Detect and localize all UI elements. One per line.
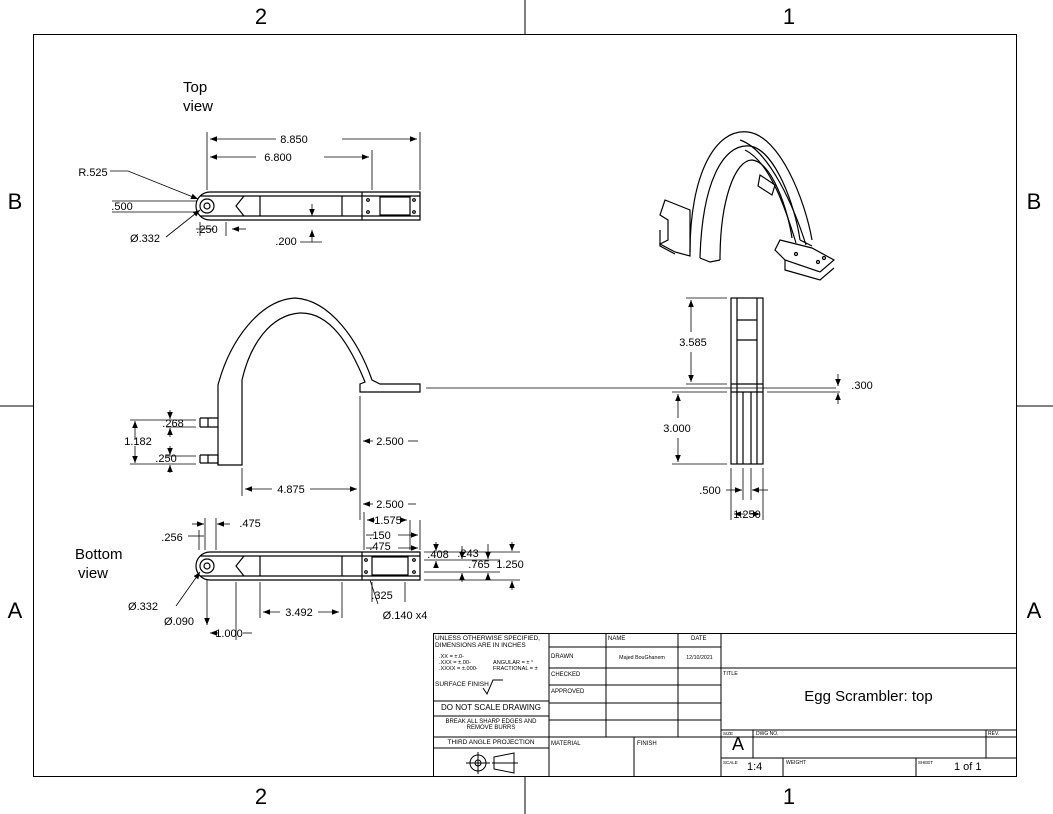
top-view-label: Top view [183, 79, 213, 115]
zone-label-col-2-bottom: 2 [255, 784, 267, 809]
dim-150: .150 [369, 530, 390, 542]
drawn-label: DRAWN [551, 654, 574, 660]
do-not-scale-note: DO NOT SCALE DRAWING [440, 703, 541, 712]
dim-4-875: 4.875 [277, 484, 305, 496]
bottom-view-label-line2: view [78, 565, 108, 582]
top-view-dims [110, 132, 421, 243]
side-view-dims [672, 297, 841, 520]
front-view-dims [130, 396, 418, 520]
zone-label-col-2: 2 [255, 4, 267, 29]
dim-243: .243 [457, 548, 478, 560]
top-view-label-line2: view [183, 98, 213, 115]
title-block [433, 633, 1017, 777]
dim-1-575: 1.575 [374, 515, 402, 527]
projection-symbol [466, 752, 518, 774]
name-header: NAME [608, 636, 626, 642]
dim-500: .500 [111, 201, 132, 213]
finish-label: FINISH [637, 741, 657, 747]
dim-500-side: .500 [699, 485, 720, 497]
material-label: MATERIAL [551, 741, 581, 747]
drawn-by-name: Majed BouGhanem [619, 655, 665, 661]
dim-250: .250 [196, 224, 217, 236]
sheet-label: SHEET [918, 760, 934, 765]
tolerance-angular: ANGULAR = ± ° FRACTIONAL = ± [493, 660, 538, 672]
dim-1-250-side: 1.250 [733, 509, 761, 521]
side-view [730, 297, 764, 465]
dim-dia-090: Ø.090 [164, 616, 194, 628]
dim-408: .408 [427, 549, 448, 561]
projection-label: THIRD ANGLE PROJECTION [447, 739, 535, 746]
approved-label: APPROVED [551, 689, 585, 695]
dim-475-lower: .475 [369, 541, 390, 553]
bottom-view [195, 551, 421, 581]
checked-label: CHECKED [551, 672, 581, 678]
zone-label-col-1-bottom: 1 [783, 784, 795, 809]
dim-3-000: 3.000 [663, 423, 691, 435]
dim-1-250-bottom: 1.250 [496, 559, 524, 571]
dim-268: .268 [162, 418, 183, 430]
weight-label: WEIGHT [786, 760, 806, 766]
zone-label-col-1: 1 [783, 4, 795, 29]
tolerance-note: UNLESS OTHERWISE SPECIFIED, DIMENSIONS A… [435, 635, 540, 649]
bottom-view-dims [175, 512, 520, 640]
dim-8-850: 8.850 [280, 134, 308, 146]
bottom-view-label: Bottom view [75, 546, 123, 582]
rev-label: REV. [988, 731, 1000, 737]
isometric-view [658, 131, 836, 281]
dim-6-800: 6.800 [264, 152, 292, 164]
dim-300: .300 [851, 380, 872, 392]
bottom-view-label-line1: Bottom [75, 546, 123, 563]
dim-765: .765 [468, 559, 489, 571]
dim-1-000: 1.000 [215, 628, 243, 640]
dim-dia-332-top: Ø.332 [130, 233, 160, 245]
dim-3-492: 3.492 [285, 607, 313, 619]
dim-r-525: R.525 [78, 167, 107, 179]
dim-dia-140-x4: Ø.140 x4 [383, 610, 428, 622]
front-view [199, 297, 421, 466]
drawing-title: Egg Scrambler: top [804, 688, 933, 705]
dim-dia-332-bottom: Ø.332 [128, 601, 158, 613]
top-view-label-line1: Top [183, 79, 207, 96]
scale-label: SCALE [723, 760, 738, 765]
dim-250-front: .250 [155, 453, 176, 465]
dim-325: .325 [371, 590, 392, 602]
zone-label-row-a-right: A [1027, 598, 1042, 623]
dim-475: .475 [239, 518, 260, 530]
dwg-no-label: DWG NO. [756, 731, 779, 737]
dim-1-182: 1.182 [124, 436, 152, 448]
zone-label-row-b: B [8, 189, 23, 214]
tolerance-decimals: .XX = ±.0- .XXX = ±.00- .XXXX = ±.000- [439, 654, 478, 672]
date-header: DATE [691, 636, 707, 642]
drawn-date: 12/10/2021 [686, 655, 713, 661]
size-label: SIZE [723, 731, 734, 736]
top-view [195, 191, 421, 221]
dim-2-500-lower: 2.500 [376, 499, 404, 511]
title-label: TITLE [723, 671, 738, 677]
dim-2-500: 2.500 [376, 436, 404, 448]
dim-3-585: 3.585 [679, 337, 707, 349]
sheet-number: 1 of 1 [954, 761, 982, 773]
break-edges-note: BREAK ALL SHARP EDGES AND REMOVE BURRS [445, 719, 537, 732]
zone-label-row-b-right: B [1027, 189, 1042, 214]
dim-256: .256 [161, 532, 182, 544]
sheet-size: A [732, 734, 745, 754]
dim-200: .200 [275, 236, 296, 248]
zone-label-row-a: A [8, 598, 23, 623]
scale-value: 1:4 [747, 761, 763, 773]
surface-finish-label: SURFACE FINISH [435, 681, 489, 688]
